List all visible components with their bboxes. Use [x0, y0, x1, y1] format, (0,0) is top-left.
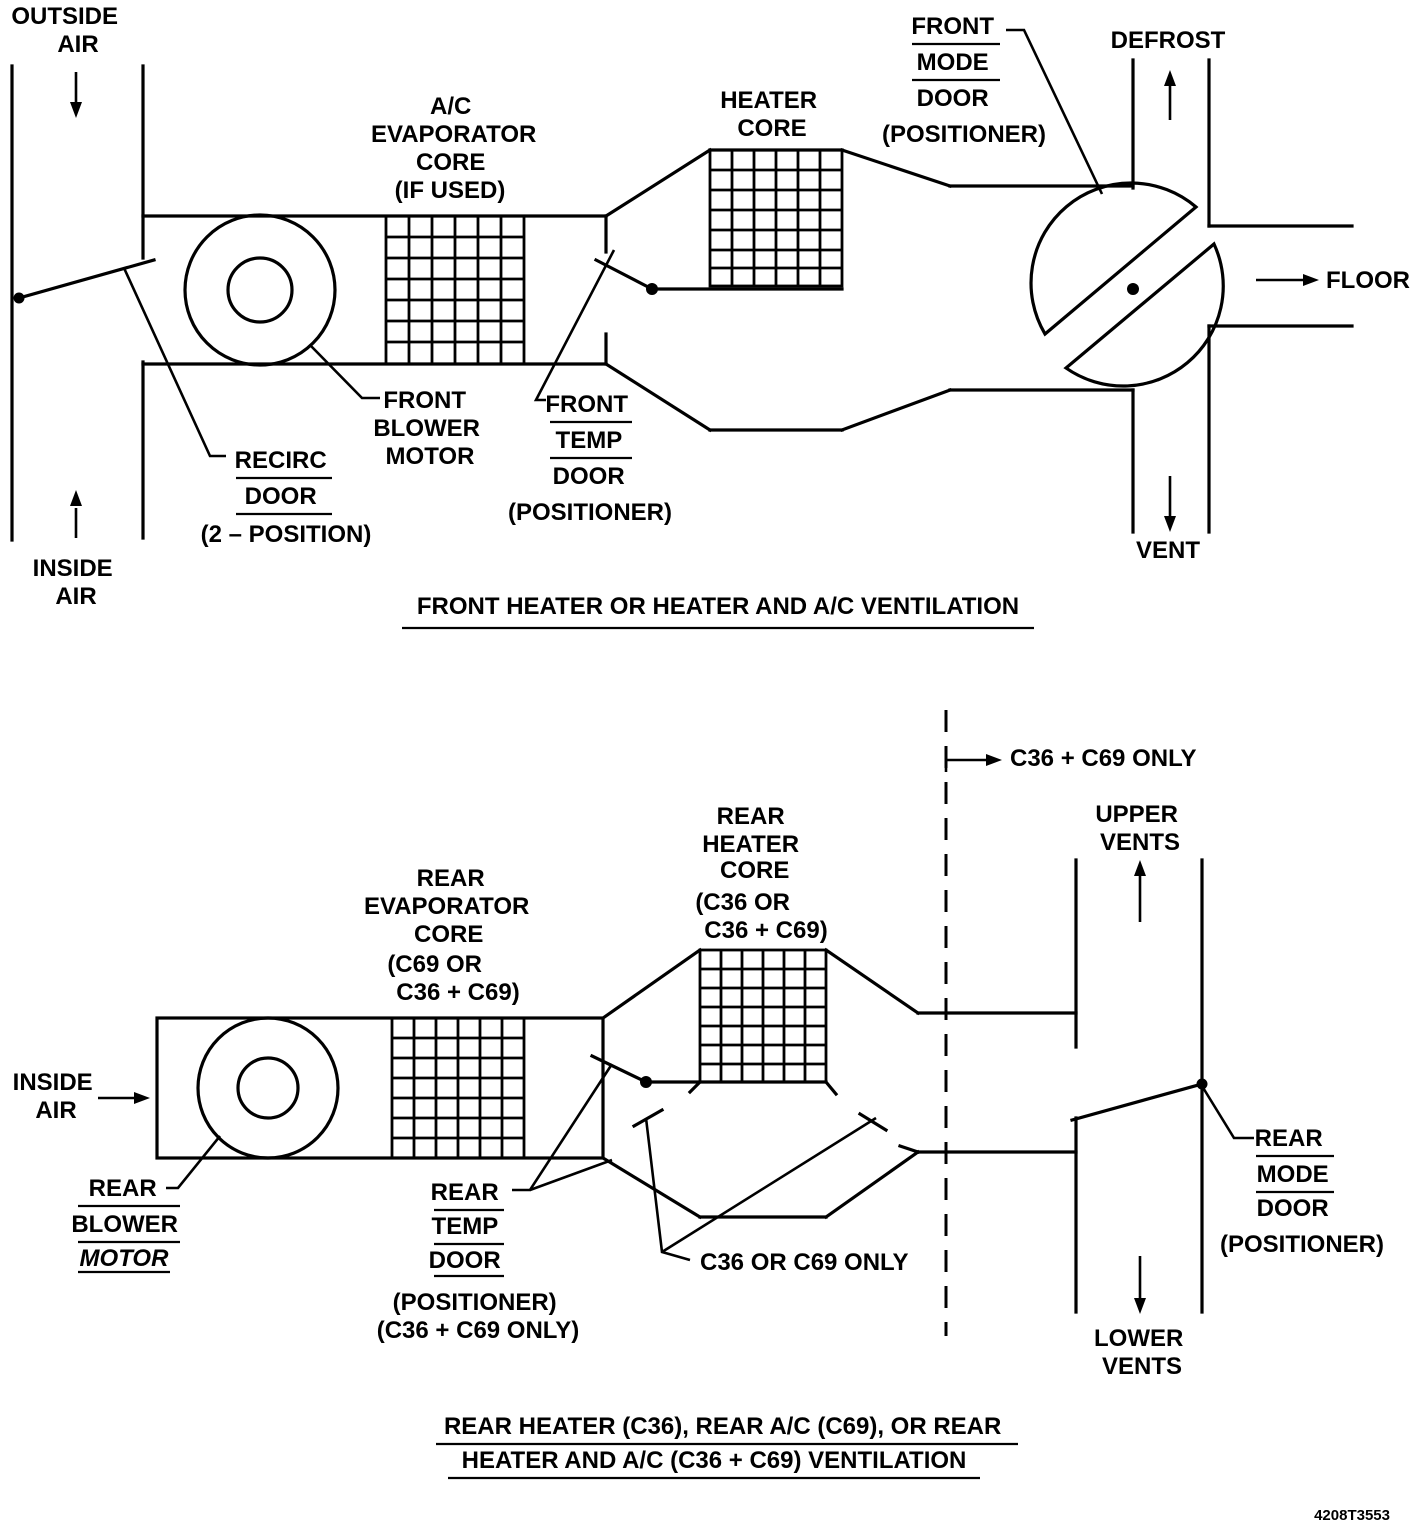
front-temp-door-leader [533, 249, 616, 402]
front-heater-housing-upper-taper [603, 147, 713, 219]
upper-vents-label: UPPER VENTS [1095, 801, 1184, 856]
rear-mode-door [1070, 1082, 1204, 1122]
rear-heater-housing-upper-out [823, 947, 921, 1016]
rear-inside-air-label: INSIDE AIR [13, 1069, 100, 1124]
rear-heater-core-grid [698, 948, 828, 1084]
rear-heater-core-right-tab [823, 1079, 839, 1097]
outside-air-label: OUTSIDE AIR [11, 3, 124, 58]
rear-blower-outer [196, 1016, 340, 1160]
rear-heater-housing-lower-out [823, 1149, 921, 1220]
floor-arrow [1256, 274, 1319, 286]
outside-air-arrow [70, 72, 82, 118]
inside-air-label: INSIDE AIR [33, 555, 120, 610]
front-temp-door [593, 257, 655, 292]
recirc-door-pivot [13, 292, 25, 304]
rear-heater-core-label: REAR HEATER CORE (C36 OR C36 + C69) [695, 803, 827, 944]
c36-c69-only-marker-label: C36 + C69 ONLY [1010, 745, 1197, 772]
rear-evaporator-core-label: REAR EVAPORATOR CORE (C69 OR C36 + C69) [364, 865, 536, 1006]
rear-diagram-title: REAR HEATER (C36), REAR A/C (C69), OR RE… [444, 1413, 1008, 1474]
c36-c69-baffle-right [857, 1111, 889, 1133]
lower-vents-label: LOWER VENTS [1094, 1325, 1190, 1380]
rear-system: C36 + C69 ONLY [13, 710, 1384, 1480]
rear-blower-motor-label: REAR BLOWER MOTOR [71, 1175, 184, 1272]
rear-temp-door-leader-2 [529, 1158, 613, 1192]
rear-duct-box [155, 1016, 605, 1160]
rear-blower-leader [166, 1135, 222, 1190]
ac-evaporator-core-label: A/C EVAPORATOR CORE (IF USED) [371, 93, 543, 204]
rear-inside-air-arrow [98, 1092, 150, 1104]
c36-or-c69-only-label: C36 OR C69 ONLY [700, 1249, 909, 1276]
floor-label: FLOOR [1326, 267, 1410, 294]
front-diagram-title: FRONT HEATER OR HEATER AND A/C VENTILATI… [417, 593, 1019, 620]
upper-vents-arrow [1134, 860, 1146, 922]
front-blower-inner [226, 256, 294, 324]
front-heater-housing-lower-out [839, 387, 953, 433]
recirc-door-leader [122, 267, 226, 458]
front-mode-door-lower-half [1063, 241, 1225, 388]
front-heater-housing-lower-taper [603, 361, 713, 433]
front-mode-door-label: FRONT MODE DOOR (POSITIONER) [882, 13, 1046, 148]
heater-core-label: HEATER CORE [720, 87, 824, 142]
front-mode-door-upper-half [1029, 181, 1199, 337]
front-heater-housing-upper-out [839, 147, 953, 189]
rear-blower-inner [236, 1056, 300, 1120]
rear-mode-door-pivot [1196, 1078, 1208, 1090]
figure-id: 4208T3553 [1314, 1507, 1390, 1524]
front-blower-motor-label: FRONT BLOWER MOTOR [373, 387, 486, 470]
rear-temp-door-label: REAR TEMP DOOR (POSITIONER) (C36 + C69 O… [377, 1179, 580, 1344]
c36-c69-leader-2 [661, 1116, 877, 1254]
rear-heater-core-left-tab [687, 1079, 703, 1095]
lower-vents-arrow [1134, 1256, 1146, 1314]
rear-evaporator-grid [390, 1016, 526, 1160]
c36-c69-baffle-left [631, 1107, 665, 1129]
front-mode-door-pivot [1127, 283, 1139, 295]
front-temp-door-pivot [646, 283, 658, 295]
defrost-arrow [1164, 70, 1176, 120]
rear-mode-door-leader [1200, 1085, 1254, 1140]
front-evaporator-grid [384, 214, 526, 366]
front-blower-leader [310, 345, 380, 400]
rear-heater-housing-lower-taper [600, 1155, 703, 1220]
recirc-door-label: RECIRC DOOR (2 – POSITION) [201, 447, 372, 548]
recirc-door [17, 258, 156, 300]
front-system: OUTSIDE AIR INSIDE AIR A/C EVAPORATOR CO… [10, 3, 1410, 630]
c36-c69-marker-arrow [946, 754, 1002, 766]
front-mode-door-leader [1006, 28, 1104, 195]
vent-label: VENT [1136, 537, 1200, 564]
rear-heater-housing-upper-taper [600, 947, 703, 1021]
defrost-label: DEFROST [1111, 27, 1226, 54]
front-heater-core-grid [708, 148, 844, 288]
rear-mode-door-label: REAR MODE DOOR (POSITIONER) [1220, 1125, 1384, 1258]
c36-c69-baffle-end [897, 1143, 921, 1155]
front-temp-door-label: FRONT TEMP DOOR (POSITIONER) [508, 391, 672, 526]
inside-air-arrow [70, 490, 82, 538]
front-blower-outer [183, 213, 337, 367]
rear-temp-door-leader-1 [512, 1063, 614, 1192]
vent-arrow [1164, 476, 1176, 532]
rear-temp-door-pivot [640, 1076, 652, 1088]
rear-temp-door [589, 1053, 649, 1085]
